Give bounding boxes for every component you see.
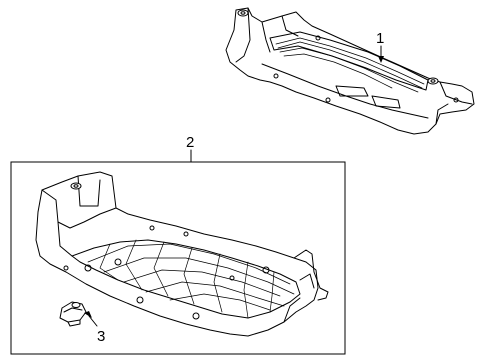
callout-3-leader: [88, 315, 98, 327]
callout-1-label: 1: [376, 30, 384, 47]
part-1-upper-shield: [225, 7, 475, 135]
callout-1-arrowhead: [378, 56, 384, 63]
callout-2: 2: [186, 134, 194, 163]
part-2-skid-plate: [35, 171, 329, 337]
part-2-frame: [10, 161, 346, 355]
callout-3-arrowhead: [84, 311, 92, 318]
callout-2-label: 2: [186, 134, 194, 151]
callout-3: 3: [84, 311, 105, 345]
part-3-clip: [59, 301, 87, 327]
callout-3-label: 3: [97, 328, 105, 345]
callout-1: 1: [376, 30, 384, 63]
